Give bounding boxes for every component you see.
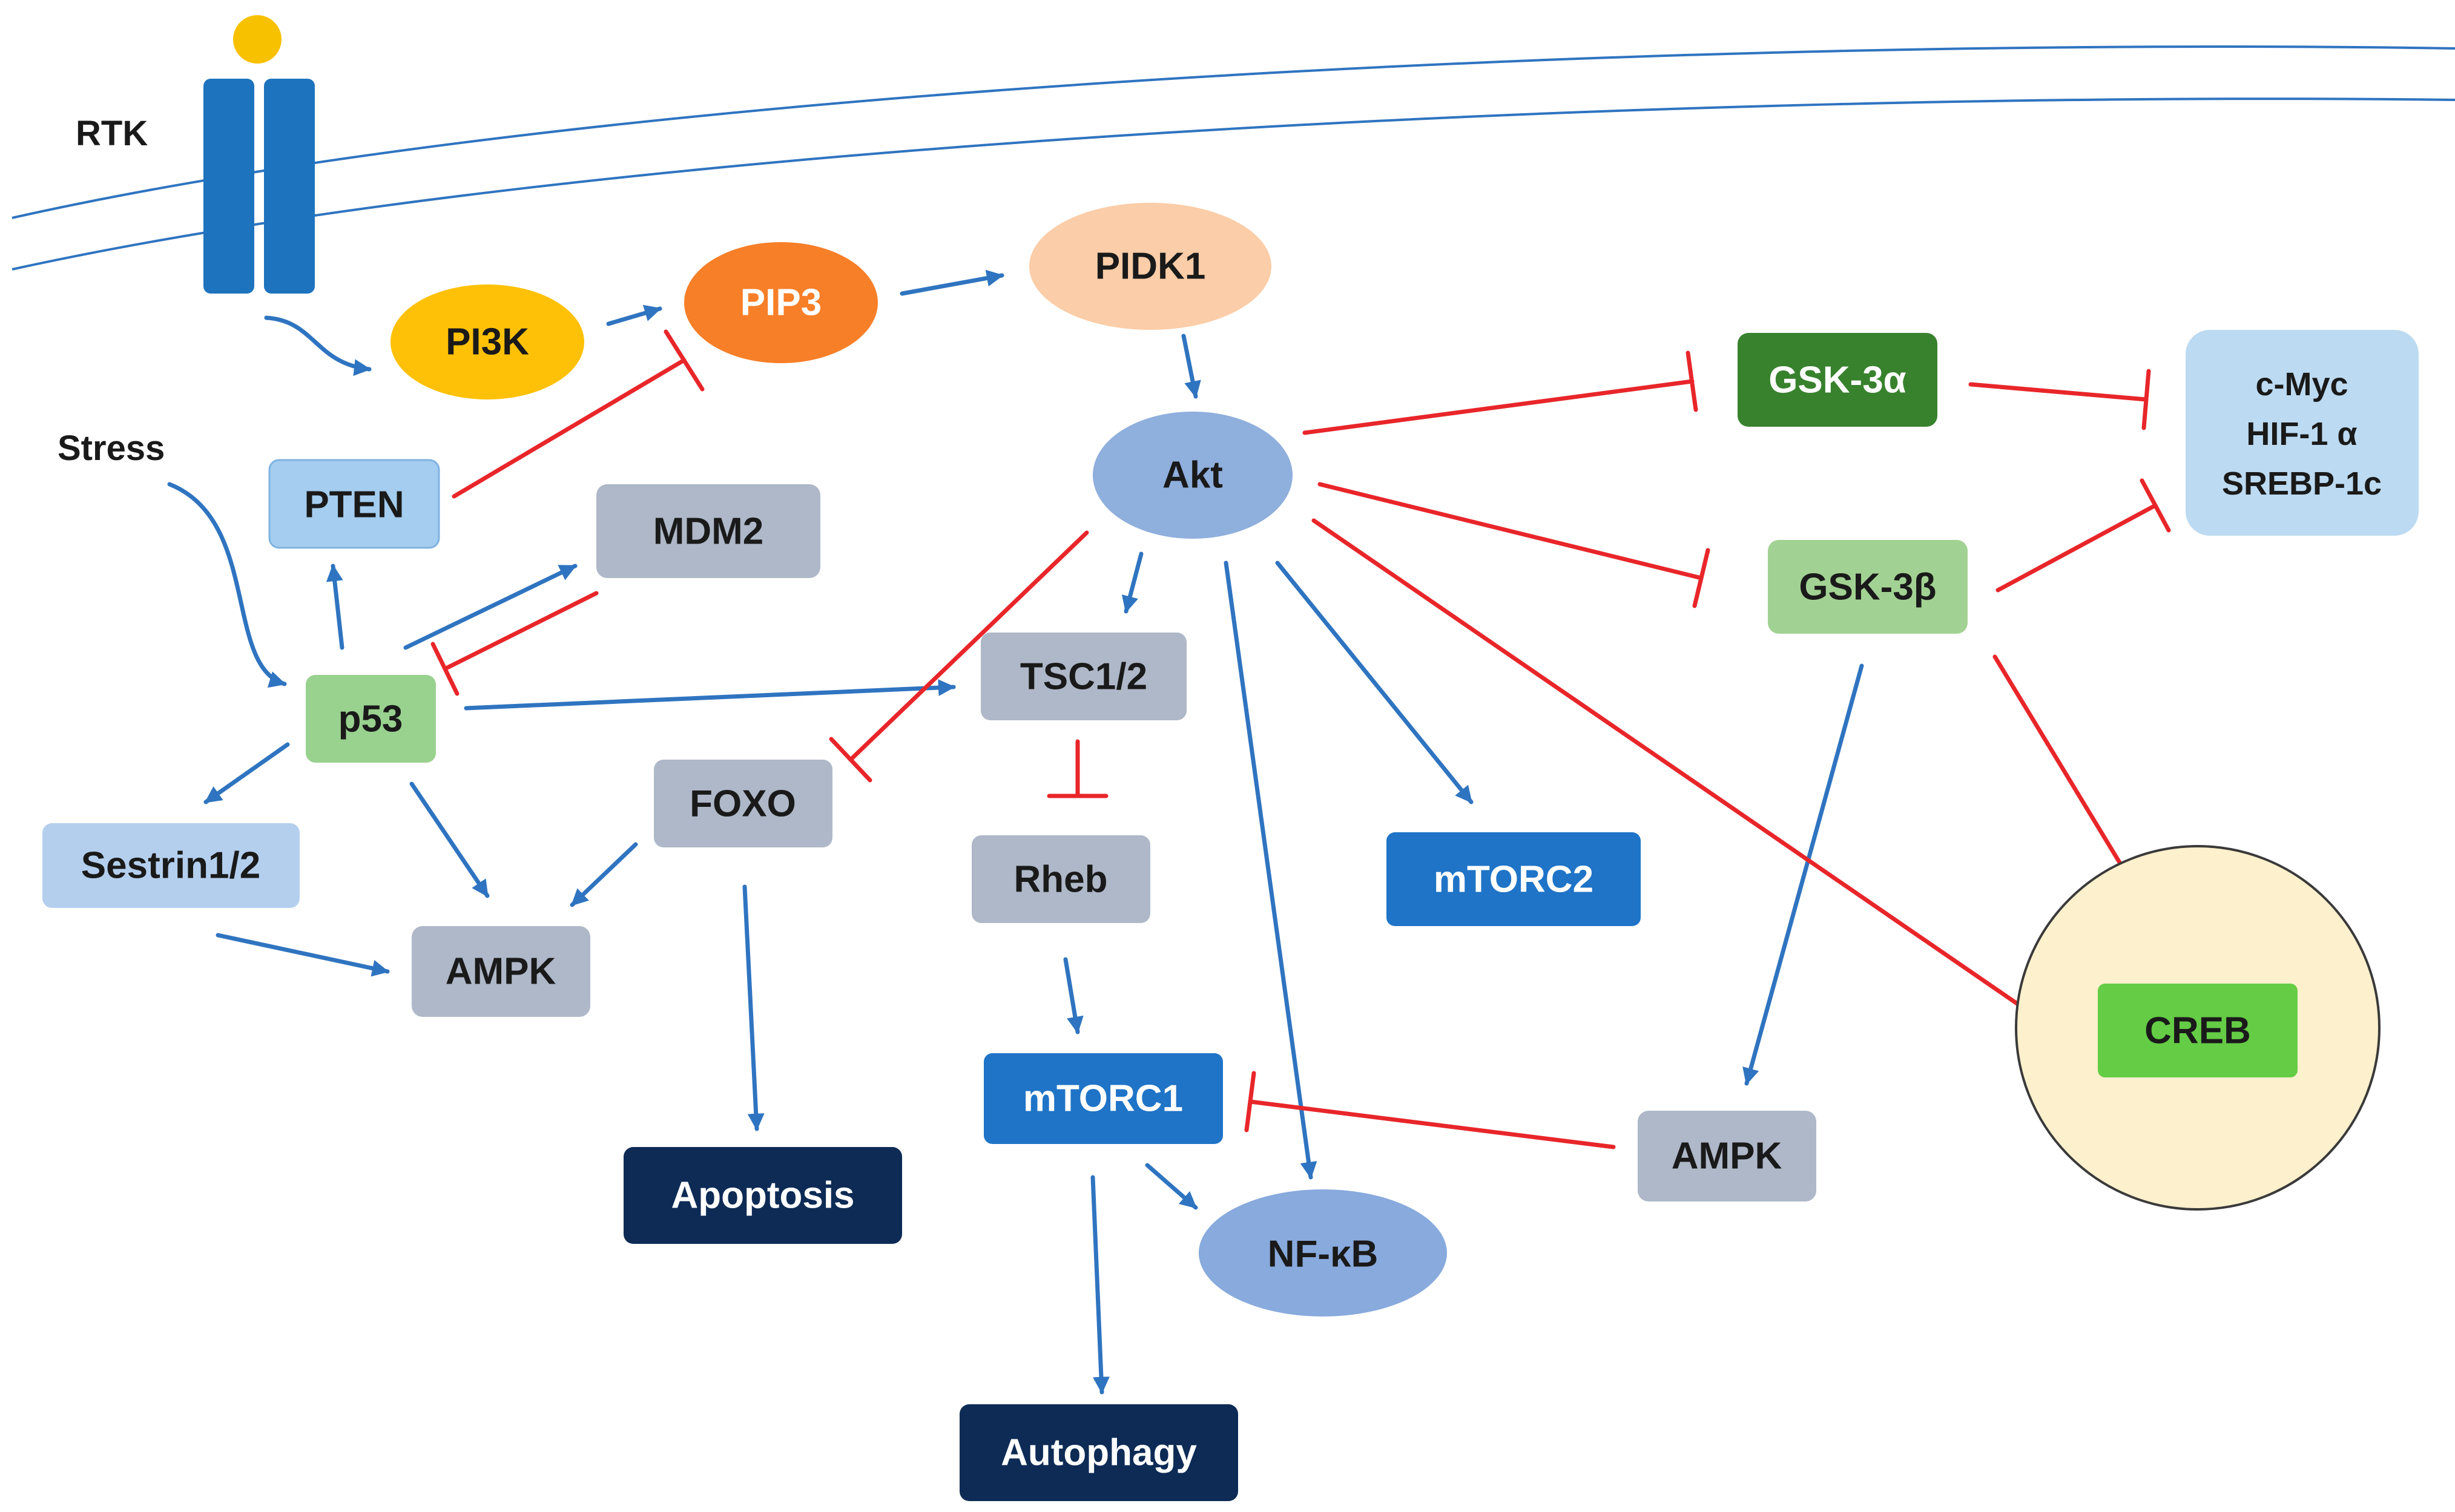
node-apoptosis: Apoptosis (624, 1147, 902, 1244)
edge-p53-tsc (464, 679, 956, 711)
node-autophagy: Autophagy (960, 1404, 1238, 1501)
inhibition-edges (430, 329, 2203, 1149)
edge-gsk3a-targets (1968, 382, 2149, 402)
node-pten-label: PTEN (304, 484, 404, 526)
node-p53-label: p53 (338, 698, 403, 740)
node-mtorc2: mTORC2 (1386, 832, 1641, 926)
edge-gsk3b-ampk2 (1742, 663, 1864, 1086)
edge-akt-foxo (848, 530, 1089, 762)
activation-edges (167, 269, 1864, 1395)
edge-p53-mdm2 (403, 564, 578, 650)
edge-rheb-mtorc1 (1063, 957, 1084, 1034)
node-pi3k-label: PI3K (446, 321, 529, 363)
edge-mtorc1-autophagy (1090, 1175, 1110, 1395)
edge-akt-tsc (1121, 551, 1144, 614)
edge-foxo-ampk (570, 842, 638, 907)
node-ampk-right: AMPK (1638, 1111, 1816, 1201)
edge-mdm2-p53 (443, 591, 599, 671)
node-mdm2: MDM2 (596, 484, 820, 578)
node-gsk3a: GSK-3α (1738, 333, 1937, 427)
node-p53: p53 (306, 675, 436, 763)
node-sestrin: Sestrin1/2 (42, 823, 300, 908)
node-mtorc1-label: mTORC1 (1023, 1078, 1183, 1120)
edge-pten-pip3 (452, 358, 687, 499)
edge-akt-mtorc2 (1275, 560, 1474, 804)
edge-akt-gsk3a (1302, 379, 1695, 435)
node-akt-label: Akt (1162, 455, 1223, 496)
node-targets: c-Myc HIF-1 α SREBP-1c (2186, 330, 2419, 536)
edge-akt-creb (1311, 518, 2061, 1034)
node-gsk3a-label: GSK-3α (1768, 360, 1906, 401)
node-pi3k: PI3K (390, 284, 584, 399)
edge-pidk1-akt (1181, 334, 1201, 399)
node-ampk-left: AMPK (412, 926, 590, 1017)
stress-label: Stress (58, 429, 165, 468)
edge-pi3k-pip3 (606, 304, 662, 326)
edge-gsk3b-targets (1995, 503, 2158, 593)
node-gsk3b: GSK-3β (1768, 540, 1968, 634)
node-nfkb-label: NF-κB (1268, 1234, 1379, 1275)
node-autophagy-label: Autophagy (1001, 1432, 1197, 1474)
edge-pip3-pidk1 (900, 269, 1004, 296)
node-rheb: Rheb (972, 835, 1150, 923)
node-tsc-label: TSC1/2 (1020, 656, 1147, 698)
node-gsk3b-label: GSK-3β (1799, 567, 1936, 608)
rtk-label: RTK (76, 114, 148, 153)
edge-stress-p53 (167, 482, 287, 688)
node-pidk1-label: PIDK1 (1095, 246, 1206, 288)
edge-mtorc1-nfkb (1145, 1163, 1198, 1210)
node-mtorc2-label: mTORC2 (1434, 859, 1593, 901)
edge-p53-sestrin (203, 742, 290, 804)
node-rheb-label: Rheb (1014, 859, 1108, 901)
node-pip3: PIP3 (684, 242, 878, 363)
target-hif1a-label: HIF-1 α (2246, 416, 2357, 452)
node-creb: CREB (2098, 984, 2298, 1077)
node-pip3-label: PIP3 (740, 282, 822, 324)
cell-membrane (12, 45, 2455, 271)
edge-akt-gsk3b (1317, 482, 1704, 580)
edge-p53-ampk (409, 781, 490, 898)
node-pten: PTEN (268, 459, 440, 549)
node-ampk-right-label: AMPK (1672, 1136, 1782, 1177)
node-ampk-left-label: AMPK (446, 951, 556, 993)
edge-foxo-apoptosis (742, 884, 765, 1131)
target-srebp1c-label: SREBP-1c (2222, 465, 2382, 502)
edge-sestrin-ampk (216, 933, 390, 977)
node-apoptosis-label: Apoptosis (671, 1175, 854, 1217)
rtk-receptor-icon (203, 15, 315, 294)
edge-ampk2-mtorc1 (1248, 1099, 1616, 1149)
node-creb-label: CREB (2144, 1010, 2251, 1052)
node-pidk1: PIDK1 (1029, 203, 1271, 330)
node-mdm2-label: MDM2 (653, 511, 764, 553)
node-foxo-label: FOXO (690, 783, 796, 825)
node-tsc: TSC1/2 (981, 633, 1187, 720)
node-akt: Akt (1093, 412, 1293, 539)
node-mtorc1: mTORC1 (984, 1053, 1223, 1144)
node-foxo: FOXO (654, 760, 832, 847)
node-nfkb: NF-κB (1199, 1189, 1447, 1316)
edge-rtk-pi3k (264, 315, 372, 376)
edge-p53-pten (326, 564, 344, 650)
target-cmyc-label: c-Myc (2255, 366, 2348, 403)
edge-akt-nfkb (1224, 560, 1317, 1180)
node-sestrin-label: Sestrin1/2 (81, 845, 260, 887)
